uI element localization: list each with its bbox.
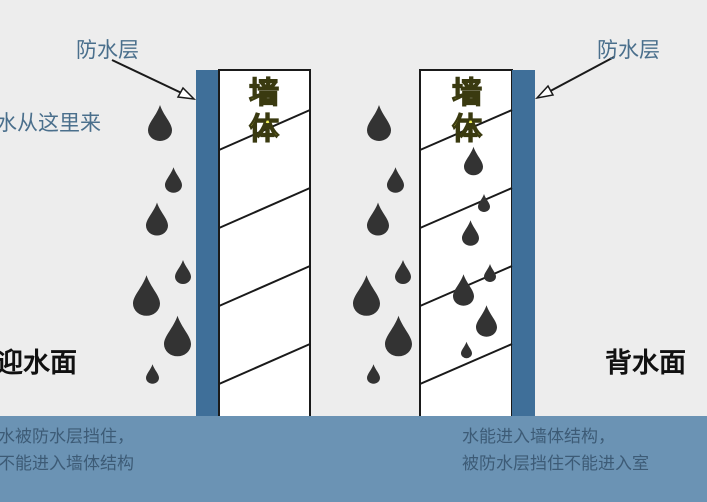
right-wall-label-line1: 墙	[451, 75, 482, 111]
left-caption-line1: 水被防水层挡住，	[0, 427, 134, 447]
left-wall-label: 墙 体	[248, 75, 280, 148]
left-waterproof-label: 防水层	[76, 38, 139, 62]
water-source-label: 水从这里来	[0, 111, 101, 135]
right-wall-label-line2: 体	[451, 111, 482, 147]
right-wall-label: 墙 体	[451, 75, 483, 148]
right-waterproof-label: 防水层	[597, 38, 660, 62]
left-wall-label-line1: 墙	[248, 75, 279, 111]
upstream-face-label: 迎水面	[0, 348, 77, 379]
downstream-face-label: 背水面	[605, 348, 686, 379]
left-caption: 水被防水层挡住， 不能进入墙体结构	[0, 424, 134, 478]
right-caption-line1: 水能进入墙体结构，	[462, 427, 615, 447]
left-wall-joints	[218, 109, 311, 385]
right-arrow	[534, 56, 615, 100]
right-waterproof-layer	[512, 70, 535, 418]
left-water-drops	[133, 105, 191, 384]
left-arrow	[111, 59, 197, 101]
left-wall-label-line2: 体	[248, 111, 279, 147]
caption-band	[0, 416, 707, 502]
left-wall	[218, 69, 311, 419]
right-outside-water-drops	[353, 105, 412, 384]
right-caption: 水能进入墙体结构， 被防水层挡住不能进入室	[462, 424, 649, 478]
left-wall-assembly	[196, 69, 311, 419]
left-waterproof-layer	[196, 70, 219, 418]
left-caption-line2: 不能进入墙体结构	[0, 454, 134, 474]
right-caption-line2: 被防水层挡住不能进入室	[462, 454, 649, 474]
